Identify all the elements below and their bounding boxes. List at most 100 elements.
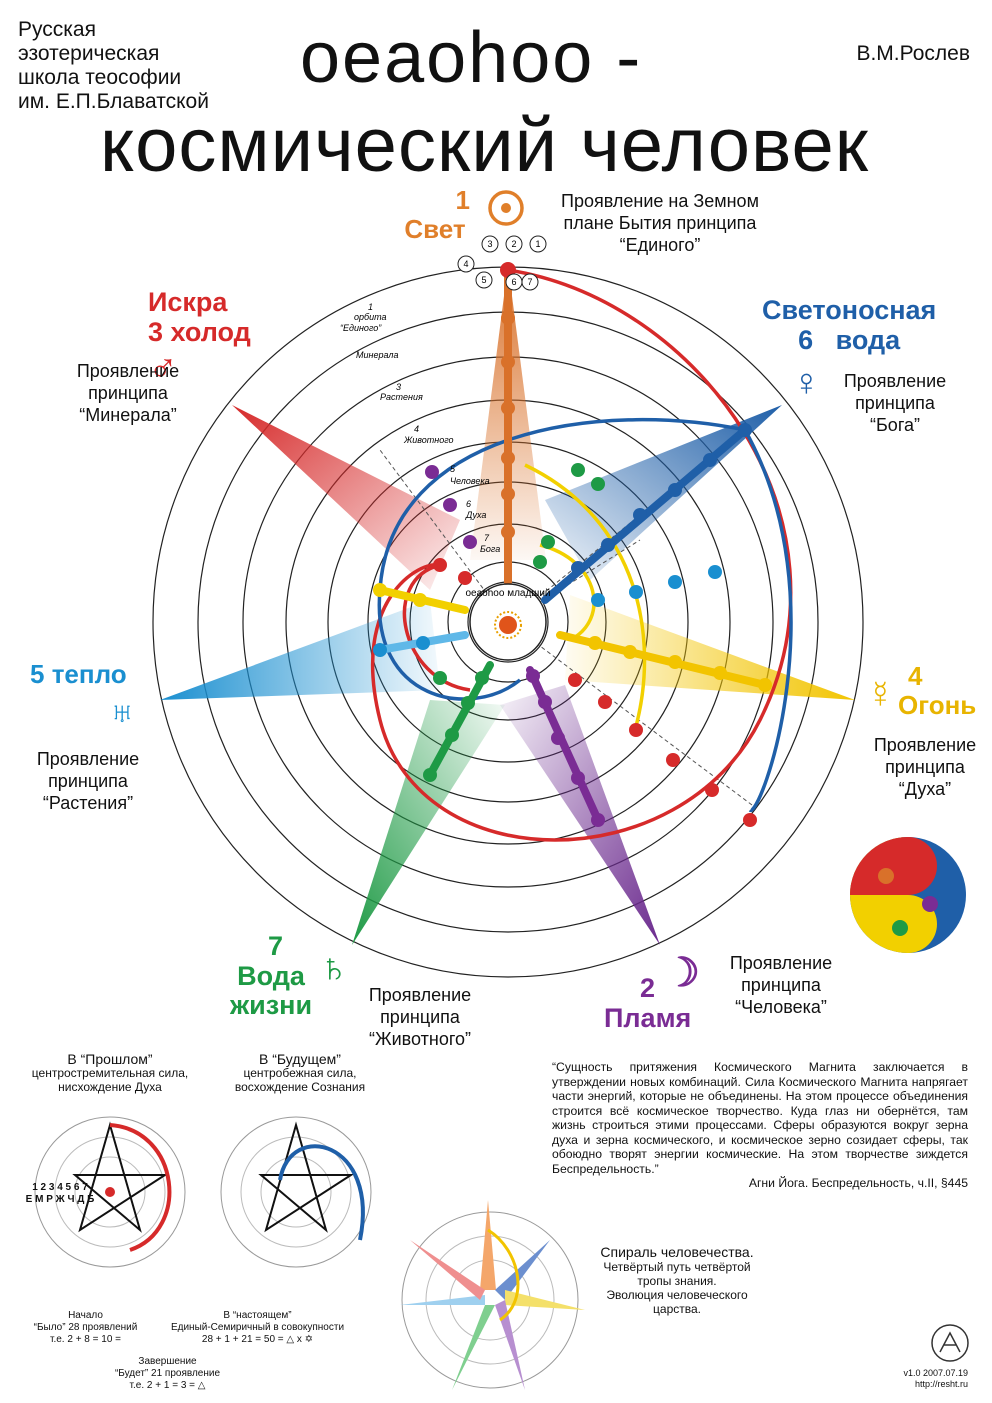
school-line: им. Е.П.Блаватской: [18, 90, 209, 113]
mars-icon: ♂: [148, 345, 178, 390]
nodes-orange: [500, 262, 516, 539]
spiral-diagram: [400, 1200, 585, 1390]
start-t3: т.е. 2 + 8 = 10 =: [49, 1334, 122, 1345]
bubble-1: 1: [535, 239, 540, 249]
bubble-6: 6: [511, 277, 516, 287]
present-note: В “настоящем” Единый-Семиричный в совоку…: [170, 1310, 345, 1345]
spiral-title: Спираль человечества.: [600, 1244, 754, 1260]
desc-line: Проявление: [76, 361, 180, 381]
desc-line: принципа: [855, 393, 935, 413]
center-label: oeaohoo младший: [465, 588, 550, 599]
ray-7-label: 7 Вода жизни: [230, 931, 313, 1021]
ray-3-label: Искра 3 холод ♂: [148, 287, 251, 390]
desc-line: принципа: [380, 1007, 460, 1027]
present-t1: В “настоящем”: [223, 1310, 292, 1321]
desc-line: Проявление на Земном: [561, 191, 759, 211]
desc-line: “Единого”: [619, 235, 701, 255]
quote-text: “Сущность притяжения Космического Магнит…: [552, 1060, 968, 1176]
ray-7-desc: Проявление принципа “Животного”: [355, 984, 485, 1050]
logo-icon: [931, 1324, 969, 1362]
orbit-6-num: 6: [466, 499, 471, 509]
spiral-l2: тропы знания.: [637, 1274, 717, 1288]
future-sub1: центробежная сила,: [243, 1066, 357, 1080]
past-sub2: нисхождение Духа: [58, 1080, 162, 1094]
footer: v1.0 2007.07.19 http://resht.ru: [903, 1368, 968, 1390]
desc-line: плане Бытия принципа: [563, 213, 757, 233]
footer-version: v1.0 2007.07.19: [903, 1368, 968, 1378]
past-caption: В “Прошлом” центростремительная сила, ни…: [20, 1052, 200, 1094]
author: В.М.Рослев: [856, 42, 970, 65]
uranus-icon: ♅: [108, 692, 137, 734]
end-t2: “Будет” 21 проявление: [114, 1368, 221, 1379]
orbit-5: Человека: [450, 476, 490, 486]
saturn-icon: ♄: [318, 944, 350, 991]
bubble-3: 3: [487, 239, 492, 249]
desc-line: “Животного”: [368, 1029, 471, 1049]
ray-4-num: 4: [908, 661, 923, 691]
past-diagram: [34, 1116, 186, 1268]
ray-5-name: тепло: [51, 659, 127, 689]
desc-line: “Духа”: [898, 779, 952, 799]
ray-5-num: 5: [30, 659, 45, 689]
school-name: Русская эзотерическая школа теософии им.…: [18, 18, 258, 114]
orbit-1-word: орбита: [354, 312, 386, 322]
orbit-labels: 1 орбита “Единого” Минерала 3 Растения 4…: [340, 302, 500, 554]
orbit-4: Животного: [403, 435, 454, 445]
bubble-5: 5: [481, 275, 486, 285]
school-line: эзотерическая: [18, 42, 160, 65]
ray-2-label: 2 Пламя: [604, 973, 692, 1033]
ray-3-name: Искра: [148, 287, 228, 317]
desc-line: Проявление: [368, 985, 472, 1005]
desc-line: Проявление: [36, 749, 140, 769]
ray-1-label: 1 Свет: [400, 186, 470, 243]
start-t2: “Было” 28 проявлений: [33, 1322, 138, 1333]
ray-5-lightblue: [160, 600, 440, 700]
venus-icon: ♀: [792, 362, 821, 404]
desc-line: принципа: [48, 771, 128, 791]
ray-5-desc: Проявление принципа “Растения”: [18, 748, 158, 814]
ray-4-label: 4 Огонь: [868, 662, 976, 719]
school-line: школа теософии: [18, 66, 182, 89]
orbit-number-labels: 1 2 3 4 5 6 7: [463, 239, 540, 287]
ray-3-desc: Проявление принципа “Минерала”: [38, 360, 218, 426]
ray-3-num: 3: [148, 316, 164, 347]
desc-line: Проявление: [843, 371, 947, 391]
spiral-l4: царства.: [653, 1302, 701, 1316]
ray-4-yellow: [565, 595, 855, 700]
school-line: Русская: [18, 18, 96, 41]
past-title: В “Прошлом”: [67, 1051, 153, 1067]
nodes-blue: [571, 423, 752, 607]
desc-line: принципа: [741, 975, 821, 995]
orbit-6: Духа: [465, 510, 486, 520]
ray-7-num: 7: [268, 931, 284, 961]
ray-6-name2: вода: [835, 324, 901, 355]
end-note: Завершение “Будет” 21 проявление т.е. 2 …: [100, 1356, 235, 1392]
desc-line: “Растения”: [42, 793, 134, 813]
ray-6-name: Светоносная: [762, 295, 937, 325]
ray-2-name: Пламя: [604, 1002, 692, 1033]
footer-url: http://resht.ru: [914, 1379, 968, 1389]
past-sub1: центростремительная сила,: [31, 1066, 189, 1080]
ray-2-num: 2: [640, 973, 656, 1003]
center-sun-icon: [499, 616, 517, 634]
ray-3-name2: холод: [170, 316, 251, 347]
orbit-1-name: “Единого”: [340, 323, 382, 333]
ray-2-desc: Проявление принципа “Человека”: [716, 952, 846, 1018]
present-t3: 28 + 1 + 21 = 50 =: [201, 1334, 284, 1345]
orbit-1-num: 1: [368, 302, 373, 312]
page-title-line2: космический человек: [100, 103, 870, 188]
yin-yang-icon: [850, 837, 966, 953]
ray-7-name2: жизни: [230, 990, 313, 1021]
spiral-l1: Четвёртый путь четвёртой: [603, 1260, 751, 1274]
ray-6-num: 6: [798, 324, 814, 355]
ray-7-green: [352, 700, 505, 945]
ray-4-name: Огонь: [898, 689, 977, 720]
quote-source: Агни Йога. Беспредельность, ч.II, §445: [748, 1176, 968, 1190]
end-t1: Завершение: [138, 1356, 197, 1367]
nodes-left: [373, 498, 457, 657]
orbit-7-num: 7: [484, 533, 490, 543]
present-t2: Единый-Семиричный в совокупности: [170, 1322, 345, 1333]
start-note: Начало “Было” 28 проявлений т.е. 2 + 8 =…: [18, 1310, 153, 1346]
orbit-number-bubbles: [457, 235, 547, 291]
spiral-l3: Эволюция человеческого: [606, 1288, 748, 1302]
